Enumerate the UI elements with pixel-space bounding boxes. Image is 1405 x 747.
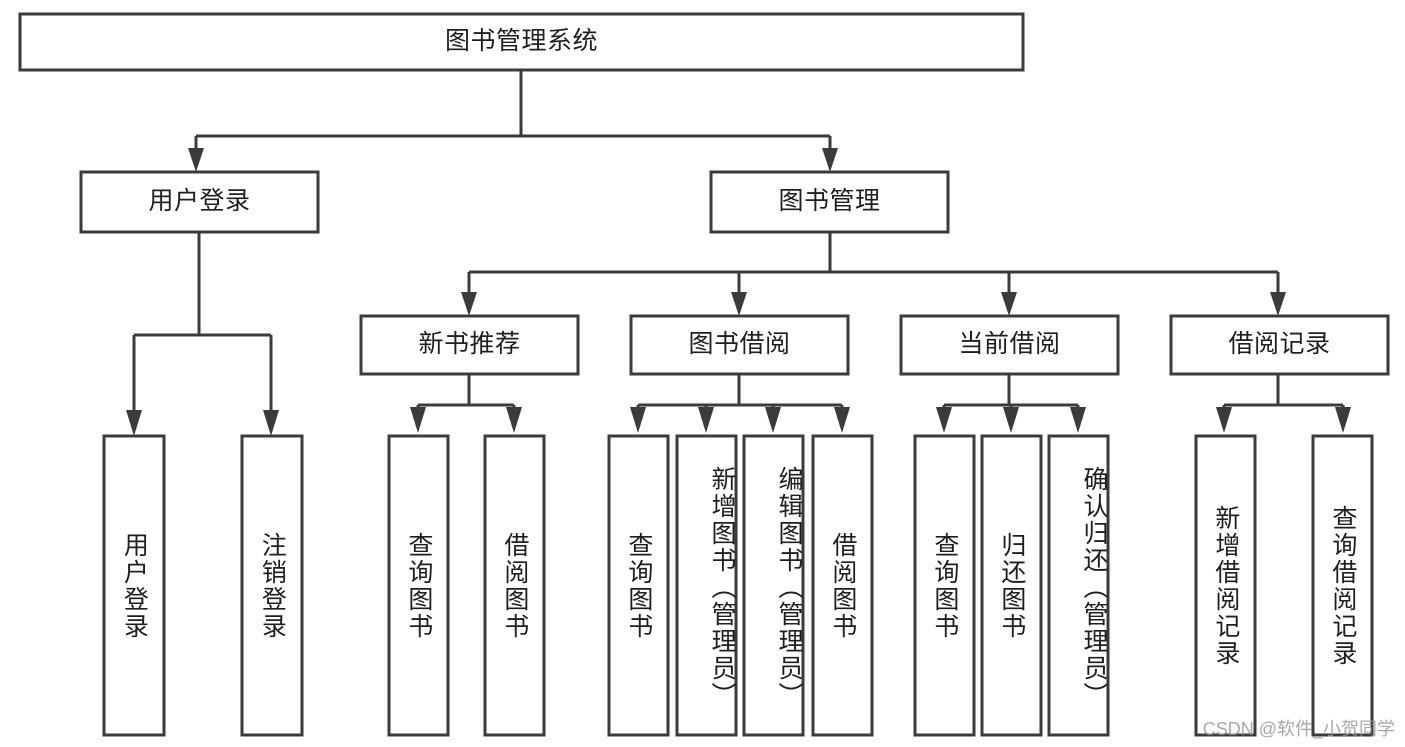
node-box-leaf-cb-0[interactable] [913,434,976,737]
arrow-head-leaf-bb-0 [630,407,646,433]
node-box-current-borrow[interactable] [899,314,1120,376]
node-box-leaf-bb-2[interactable] [742,434,805,737]
arrow-head-user-login [188,148,204,172]
arrow-head-leaf-bb-3 [834,407,850,433]
arrow-head-borrow-record [1270,292,1286,316]
node-box-borrow-record[interactable] [1169,314,1390,376]
node-box-leaf-cb-2[interactable] [1047,434,1110,737]
arrow-head-current-borrow [1001,292,1017,316]
arrow-head-leaf-cb-0 [936,407,952,433]
arrow-head-leaf-br-0 [1216,407,1232,433]
node-box-leaf-cb-1[interactable] [980,434,1043,737]
arrow-head-new-book-recommend [461,292,477,316]
node-box-book-management[interactable] [709,170,950,234]
arrow-head-book-borrow [731,292,747,316]
node-box-book-borrow[interactable] [629,314,850,376]
arrow-head-leaf-bb-2 [765,407,781,433]
arrow-head-leaf-cb-2 [1070,407,1086,433]
node-box-leaf-nbr-0[interactable] [387,434,450,737]
watermark-text: CSDN @软件_小贺同学 [1202,719,1395,739]
arrow-head-leaf-user-login-0 [126,410,142,436]
node-box-leaf-br-1[interactable] [1311,434,1374,737]
node-box-leaf-user-login-1[interactable] [240,434,304,737]
node-box-user-login[interactable] [79,170,320,234]
node-box-leaf-br-0[interactable] [1194,434,1257,737]
arrow-head-leaf-user-login-1 [263,410,279,436]
node-box-leaf-bb-1[interactable] [675,434,738,737]
node-box-leaf-bb-3[interactable] [811,434,874,737]
arrow-head-book-management [822,148,838,172]
node-box-leaf-user-login-0[interactable] [102,434,166,737]
node-box-new-book-recommend[interactable] [359,314,580,376]
arrow-head-leaf-cb-1 [1003,407,1019,433]
node-box-leaf-bb-0[interactable] [607,434,670,737]
arrow-head-leaf-bb-1 [698,407,714,433]
arrow-head-leaf-br-1 [1335,407,1351,433]
arrow-head-leaf-nbr-0 [410,407,426,433]
arrow-head-leaf-nbr-1 [506,407,522,433]
node-box-root[interactable] [18,12,1025,72]
node-box-leaf-nbr-1[interactable] [483,434,546,737]
